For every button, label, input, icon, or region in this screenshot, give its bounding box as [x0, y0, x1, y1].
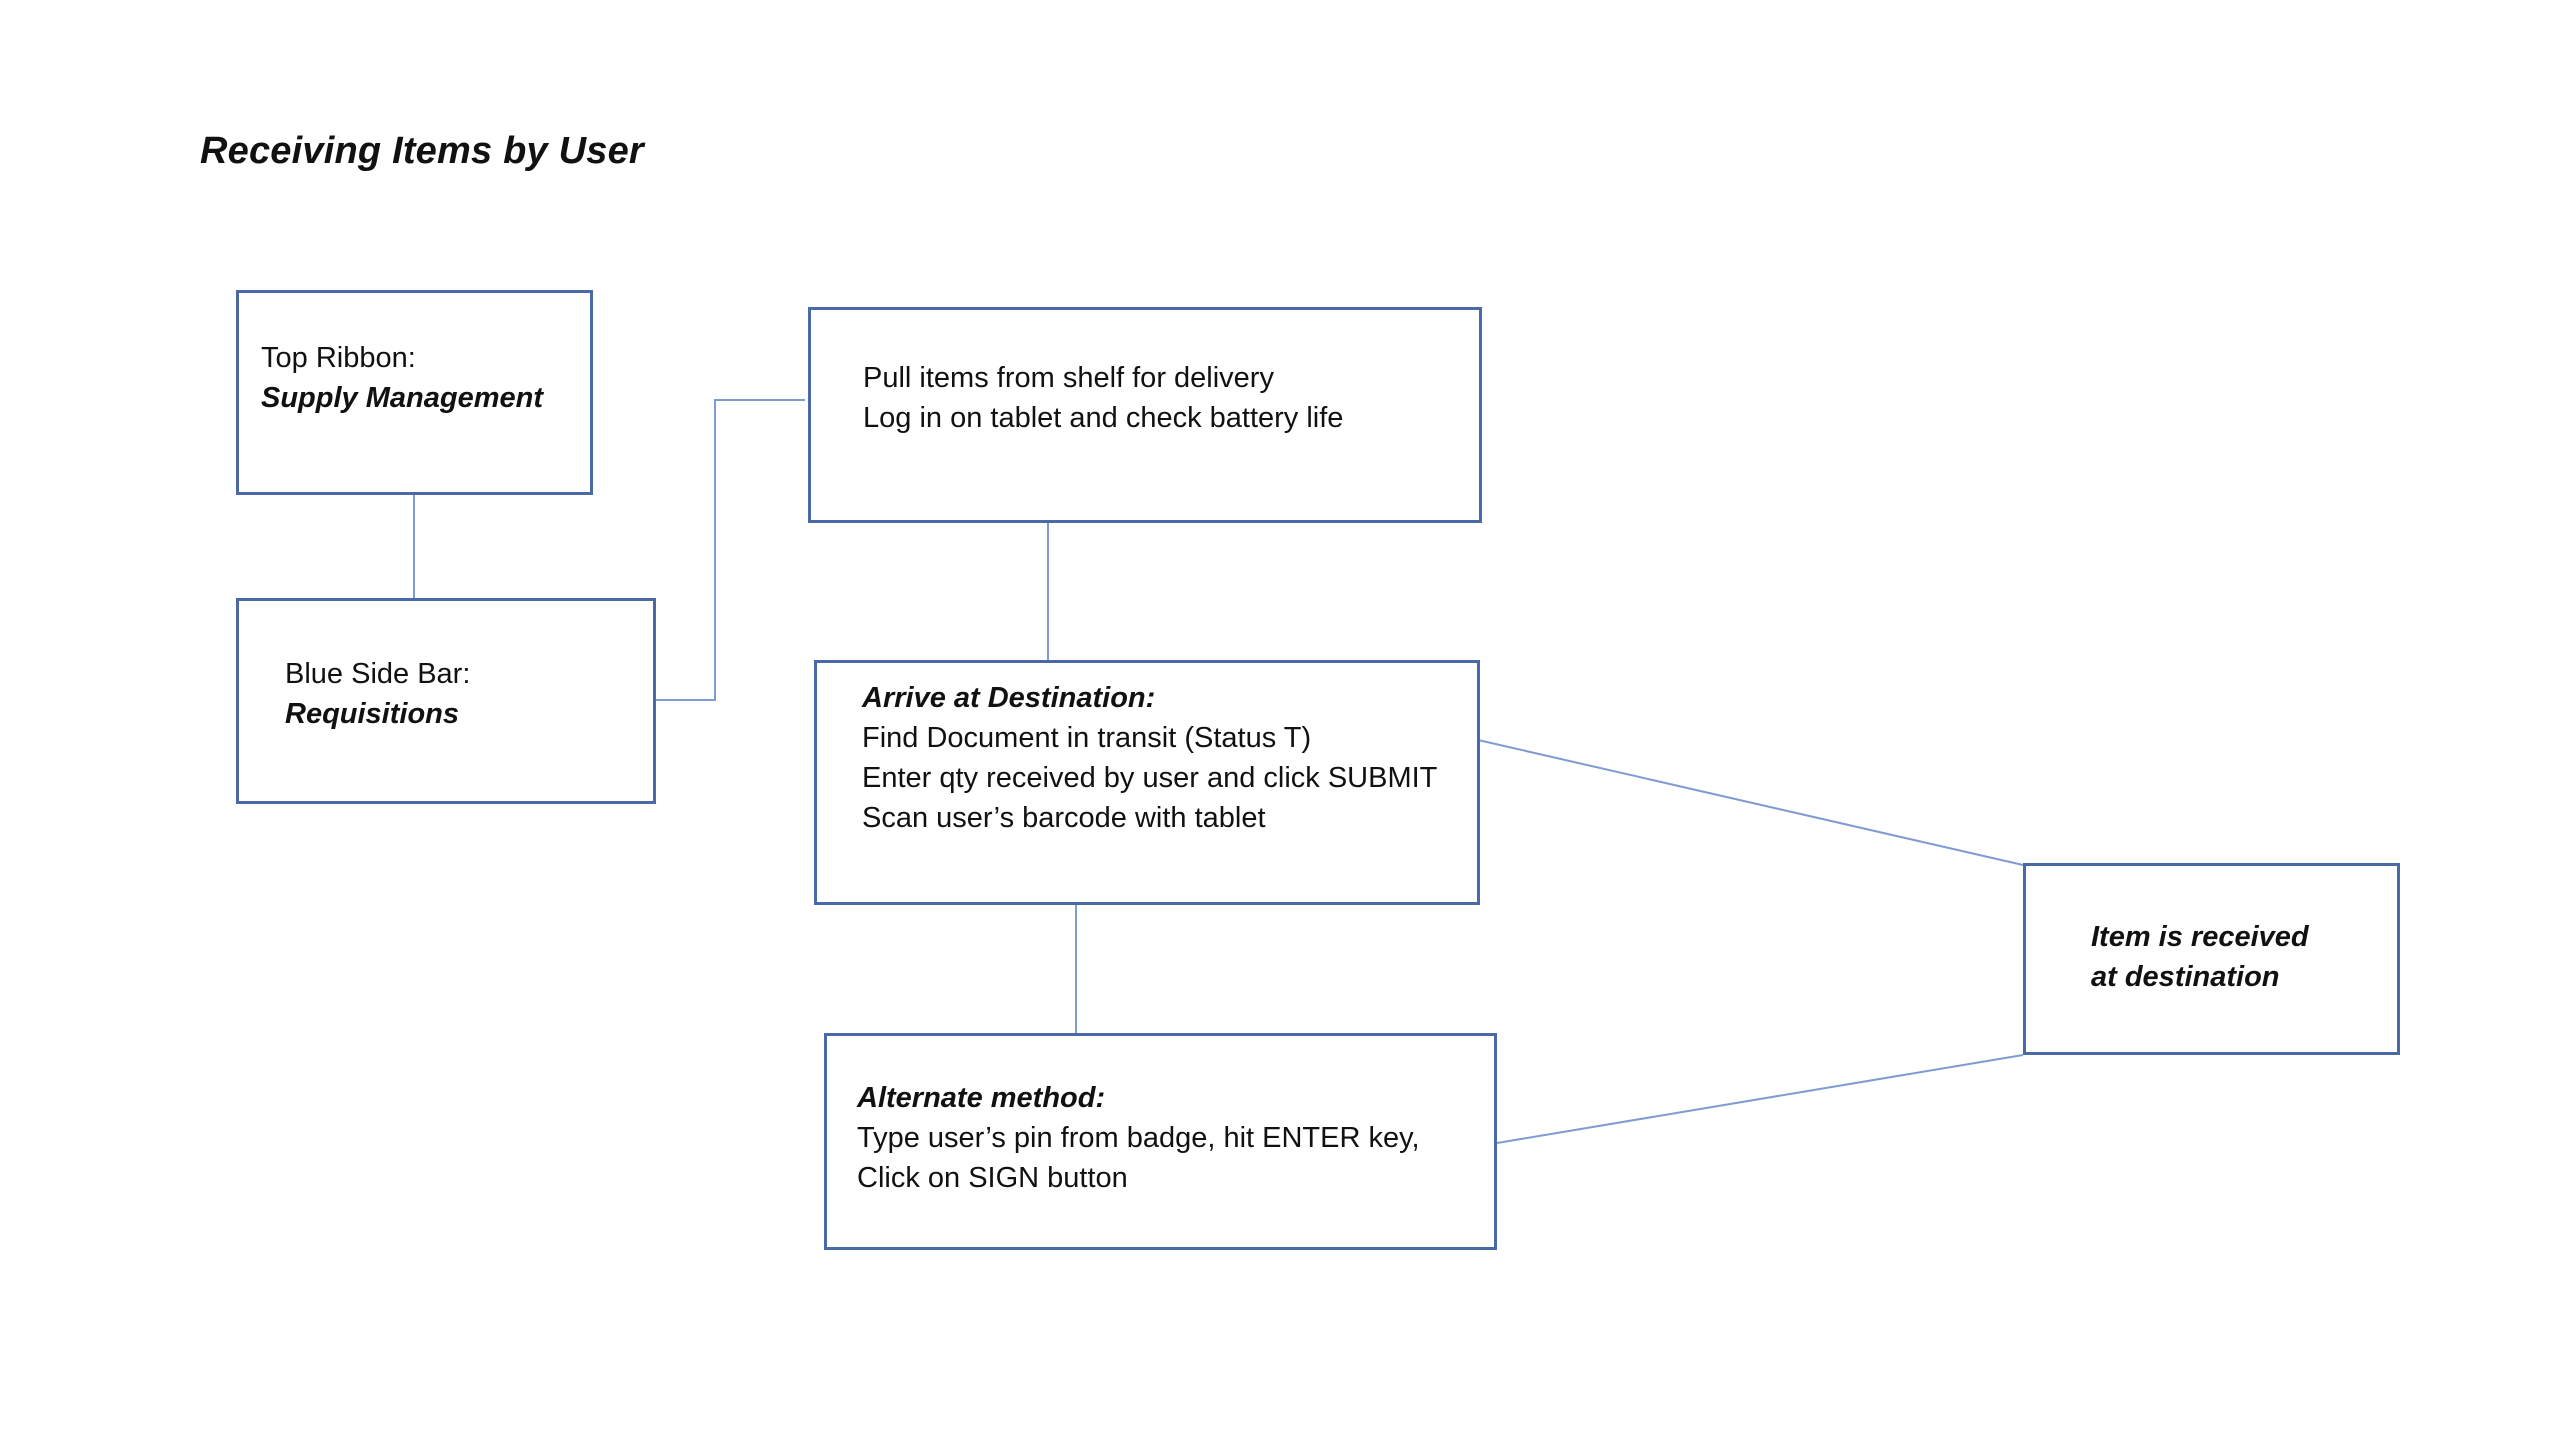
top-ribbon-value: Supply Management	[261, 382, 543, 414]
node-pull-items: Pull items from shelf for delivery Log i…	[808, 307, 1482, 523]
received-line-2: at destination	[2091, 961, 2280, 993]
alternate-line-1: Type user’s pin from badge, hit ENTER ke…	[857, 1122, 1420, 1154]
pull-items-line-1: Pull items from shelf for delivery	[863, 362, 1274, 394]
node-top-ribbon: Top Ribbon: Supply Management	[236, 290, 593, 495]
node-blue-side-bar: Blue Side Bar: Requisitions	[236, 598, 656, 804]
node-item-received: Item is received at destination	[2023, 863, 2400, 1055]
arrive-heading: Arrive at Destination:	[862, 682, 1156, 714]
top-ribbon-label: Top Ribbon:	[261, 342, 416, 374]
page-title: Receiving Items by User	[200, 130, 644, 172]
connector-alternate-received	[1496, 1054, 2024, 1144]
side-bar-label: Blue Side Bar:	[285, 658, 471, 690]
alternate-heading: Alternate method:	[857, 1082, 1106, 1114]
connector-sidebar-pull	[655, 399, 805, 701]
received-line-1: Item is received	[2091, 921, 2309, 953]
side-bar-value: Requisitions	[285, 698, 460, 730]
arrive-line-3: Scan user’s barcode with tablet	[862, 802, 1266, 834]
pull-items-line-2: Log in on tablet and check battery life	[863, 402, 1344, 434]
arrive-line-1: Find Document in transit (Status T)	[862, 722, 1312, 754]
arrive-line-2: Enter qty received by user and click SUB…	[862, 762, 1438, 794]
node-alternate-method: Alternate method: Type user’s pin from b…	[824, 1033, 1497, 1250]
alternate-line-2: Click on SIGN button	[857, 1162, 1128, 1194]
connector-arrive-received	[1477, 739, 2024, 866]
node-arrive-destination: Arrive at Destination: Find Document in …	[814, 660, 1480, 905]
